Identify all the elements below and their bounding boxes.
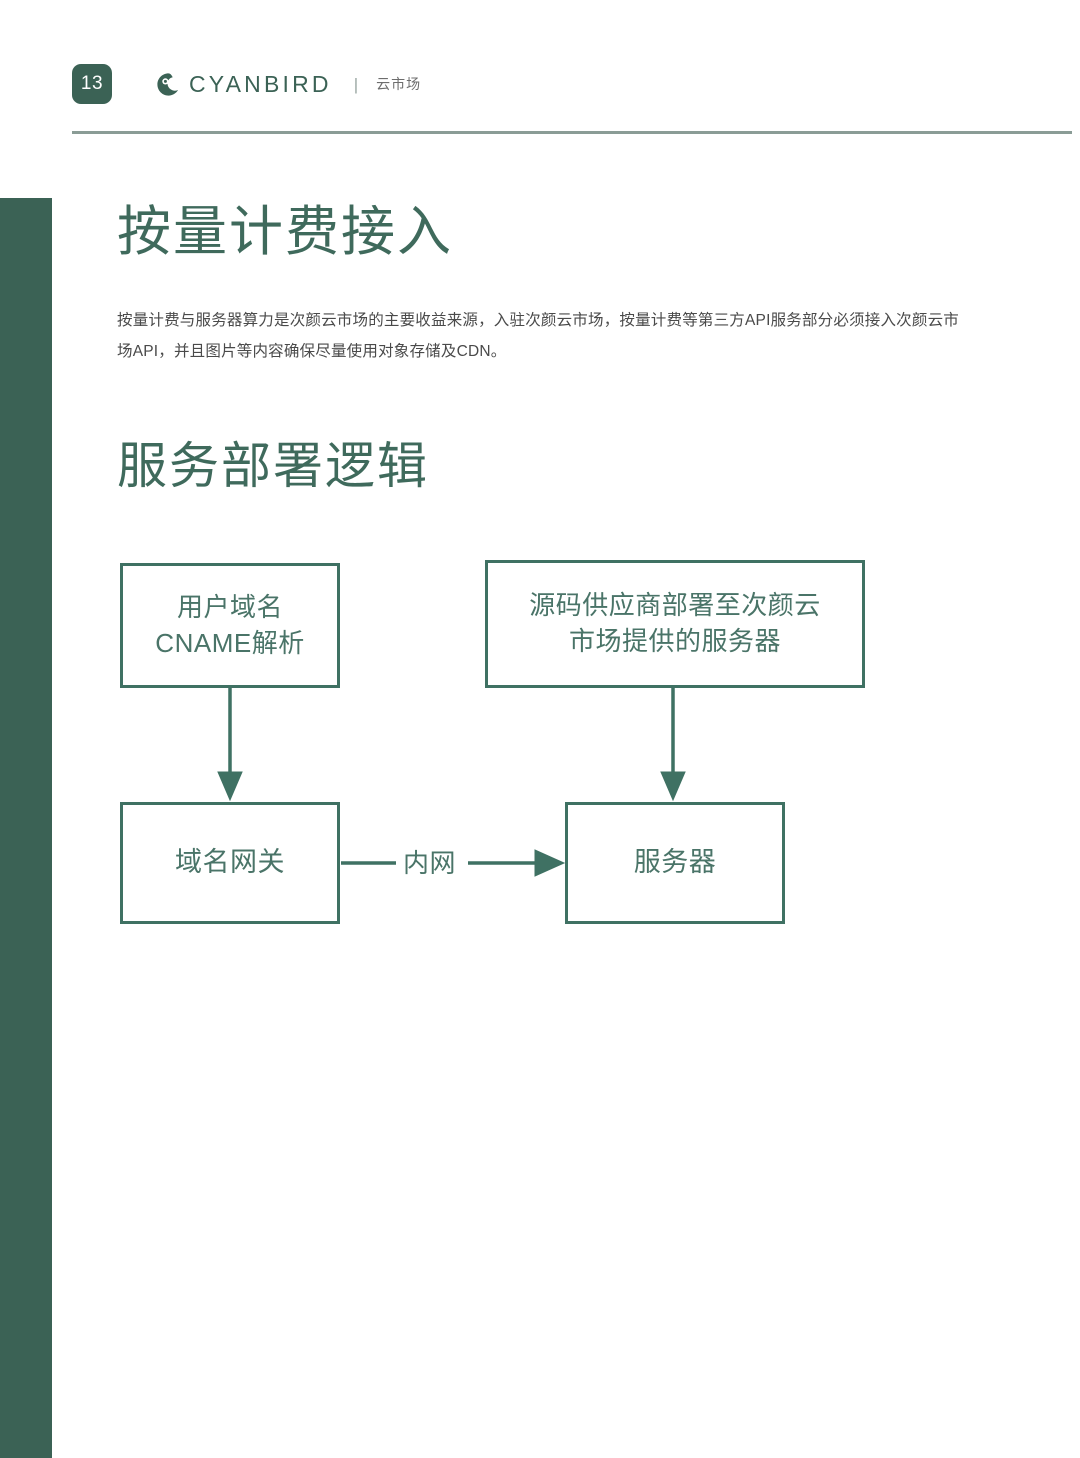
diagram-node-label: 服务器 (633, 847, 717, 878)
brand-separator: | (353, 74, 359, 94)
page-number-badge: 13 (72, 64, 112, 104)
edge-label-internal-network: 内网 (399, 843, 461, 880)
intro-paragraph: 按量计费与服务器算力是次颜云市场的主要收益来源，入驻次颜云市场，按量计费等第三方… (117, 312, 959, 360)
brand-lockup: CYANBIRD | 云市场 (156, 71, 421, 98)
diagram-node-server: 服务器 (565, 802, 785, 924)
section-label: 云市场 (376, 76, 422, 92)
page-header: 13 CYANBIRD | 云市场 (72, 60, 421, 108)
header-divider (72, 131, 1072, 134)
edge-vendor-deploy-to-server (660, 688, 686, 802)
brand-name: CYANBIRD (189, 70, 332, 97)
diagram-node-domain-gateway: 域名网关 (120, 802, 340, 924)
diagram-node-vendor-deploy: 源码供应商部署至次颜云 市场提供的服务器 (485, 560, 865, 688)
diagram-node-label: 源码供应商部署至次颜云 市场提供的服务器 (529, 590, 821, 656)
left-accent-bar (0, 198, 52, 1458)
diagram-node-label: 域名网关 (175, 847, 285, 878)
diagram-node-label: 用户域名 CNAME解析 (155, 591, 305, 658)
cyanbird-logo-icon (156, 72, 181, 97)
page-title: 按量计费接入 (117, 202, 453, 262)
diagram-node-user-domain-cname: 用户域名 CNAME解析 (120, 563, 340, 688)
section-title: 服务部署逻辑 (117, 438, 429, 494)
edge-user-domain-to-gateway (217, 688, 243, 802)
